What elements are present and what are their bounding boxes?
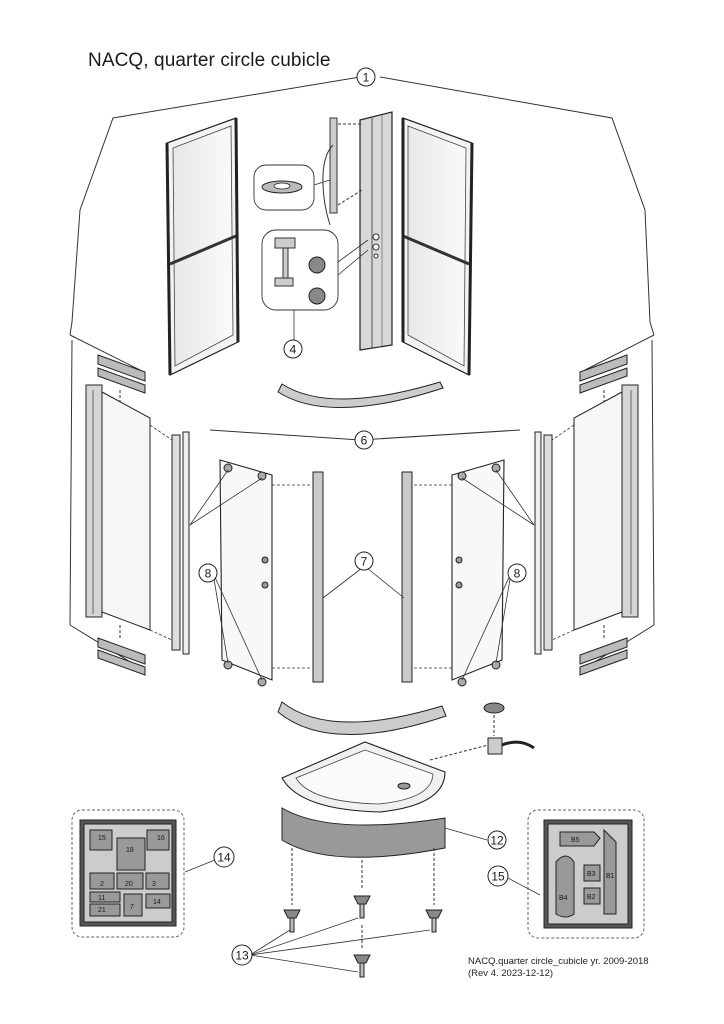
svg-text:12: 12 bbox=[490, 834, 504, 848]
svg-text:14: 14 bbox=[217, 851, 231, 865]
bottom-curved-rail bbox=[277, 701, 447, 735]
svg-text:B3: B3 bbox=[587, 871, 596, 878]
svg-text:B1: B1 bbox=[606, 873, 615, 880]
callout-1: 1 bbox=[356, 67, 376, 87]
svg-text:20: 20 bbox=[125, 881, 133, 888]
magnetic-strip-left bbox=[312, 471, 324, 683]
callout-7: 7 bbox=[322, 551, 405, 599]
right-sliding-door bbox=[451, 459, 535, 687]
svg-text:B4: B4 bbox=[559, 895, 568, 902]
left-fixed-glass bbox=[85, 384, 151, 631]
svg-text:8: 8 bbox=[205, 567, 212, 581]
guide-lines bbox=[149, 424, 575, 669]
right-fixed-glass bbox=[573, 384, 639, 631]
callout-12: 12 bbox=[444, 827, 507, 850]
svg-text:4: 4 bbox=[290, 343, 297, 357]
cubicle-outline bbox=[69, 76, 655, 371]
callout-4: 4 bbox=[283, 339, 303, 359]
svg-text:21: 21 bbox=[98, 907, 106, 914]
callout-6: 6 bbox=[354, 430, 374, 450]
left-sliding-door bbox=[189, 459, 273, 687]
svg-text:7: 7 bbox=[361, 555, 368, 569]
left-profile bbox=[171, 431, 190, 655]
package-15: B5 B3 B1 B4 B2 bbox=[527, 809, 645, 939]
svg-text:18: 18 bbox=[126, 847, 134, 854]
front-skirt-panel bbox=[281, 807, 446, 858]
svg-text:13: 13 bbox=[235, 949, 249, 963]
bottom-short-rail-right bbox=[579, 625, 628, 676]
svg-text:B5: B5 bbox=[571, 837, 580, 844]
left-back-panel bbox=[165, 117, 240, 376]
drain-waste bbox=[429, 702, 535, 761]
svg-text:2: 2 bbox=[100, 881, 104, 888]
top-curved-rail bbox=[277, 381, 444, 408]
right-back-panel bbox=[401, 117, 474, 376]
tray-leg-1 bbox=[283, 848, 301, 933]
central-column bbox=[359, 111, 393, 351]
svg-text:1: 1 bbox=[363, 71, 370, 85]
callout-8-right: 8 bbox=[507, 563, 527, 583]
tray-leg-2 bbox=[353, 860, 371, 919]
package-14: 15 16 18 2 20 3 11 21 7 14 bbox=[71, 809, 185, 938]
callout-15: 15 bbox=[487, 865, 541, 896]
shower-rail bbox=[322, 117, 363, 226]
svg-text:8: 8 bbox=[514, 567, 521, 581]
svg-text:15: 15 bbox=[98, 835, 106, 842]
svg-text:B2: B2 bbox=[587, 894, 596, 901]
svg-text:14: 14 bbox=[153, 899, 161, 906]
bottom-short-rail-left bbox=[97, 625, 146, 676]
svg-text:15: 15 bbox=[491, 870, 505, 884]
footer-line-2: (Rev 4. 2023-12-12) bbox=[468, 968, 554, 979]
tray-leg-4 bbox=[353, 925, 371, 978]
svg-text:6: 6 bbox=[361, 434, 368, 448]
right-profile bbox=[534, 431, 553, 655]
callout-14: 14 bbox=[184, 846, 235, 873]
tray-leg-3 bbox=[425, 848, 443, 933]
mixer-detail bbox=[261, 229, 369, 340]
door-assembly-outline bbox=[69, 339, 655, 669]
magnetic-strip-right bbox=[401, 471, 413, 683]
svg-text:11: 11 bbox=[98, 895, 105, 902]
callout-8-left: 8 bbox=[198, 563, 218, 583]
svg-text:7: 7 bbox=[130, 904, 134, 911]
shower-tray bbox=[281, 741, 446, 813]
page-title: NACQ, quarter circle cubicle bbox=[88, 50, 331, 71]
footer-line-1: NACQ.quarter circle_cubicle yr. 2009-201… bbox=[468, 956, 649, 967]
shower-head-detail bbox=[253, 164, 331, 211]
svg-text:3: 3 bbox=[152, 881, 156, 888]
revision-footer: NACQ.quarter circle_cubicle yr. 2009-201… bbox=[468, 956, 649, 980]
callout-13: 13 bbox=[231, 917, 431, 973]
svg-text:16: 16 bbox=[157, 835, 165, 842]
